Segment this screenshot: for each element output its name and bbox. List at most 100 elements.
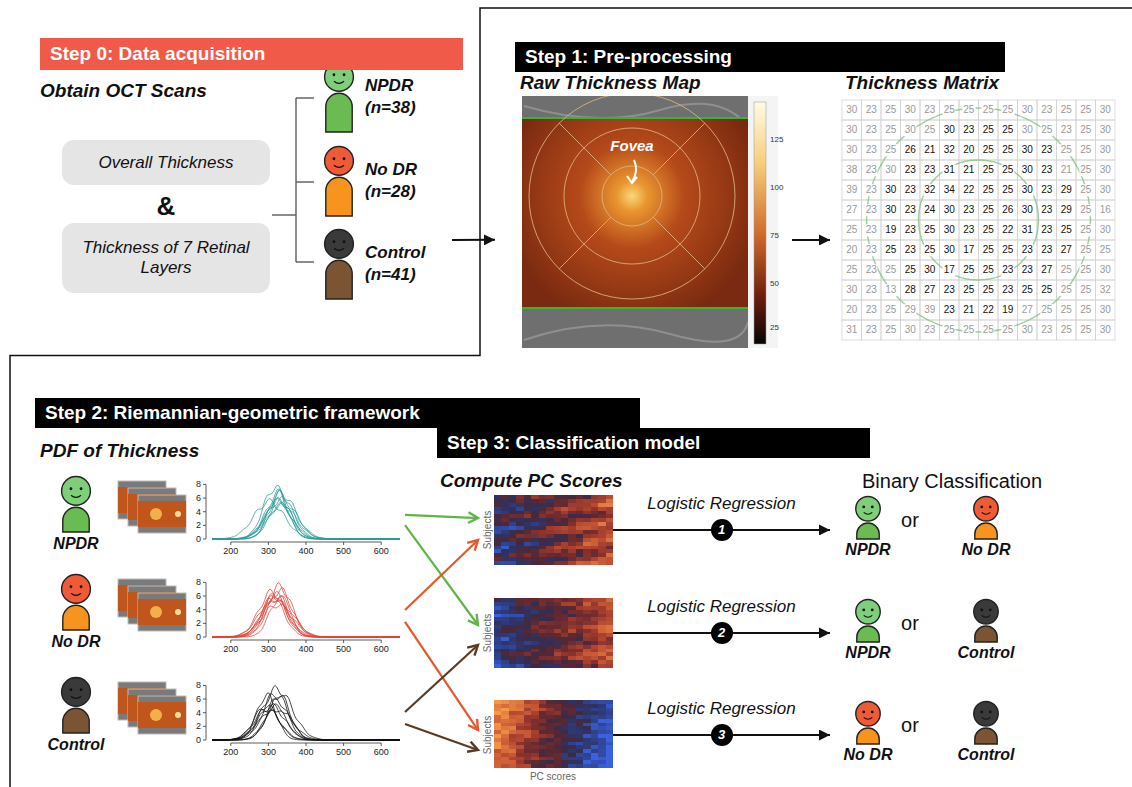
step-header: Step 1: Pre-processing [515,42,1005,72]
matrix-grid [920,280,940,300]
heatmap-cells [583,711,591,715]
heatmap-cells [598,738,606,742]
heatmap-cells [524,757,532,761]
person-icon [80,487,83,490]
matrix-grid [959,220,979,240]
heatmap-cells [539,649,547,653]
heatmap-cells [494,602,502,606]
matrix-grid [940,300,960,320]
oct-scan-stack [138,702,186,728]
person-icon [333,240,336,243]
heatmap-cells [591,549,599,553]
axis-tick: 500 [336,644,351,654]
heatmap-cells [524,641,532,645]
heatmap-cells [598,734,606,738]
heatmap-cells [516,561,524,565]
step-panel: Overall ThicknessThickness of 7 Retinal … [0,0,452,353]
person-icon [974,702,998,726]
heatmap-cells [509,514,517,518]
thickness-map-image [520,72,792,348]
matrix-cell: 25 [1079,184,1092,196]
heatmap-cells [539,745,547,749]
heatmap-cells [561,649,569,653]
heatmap-cells [539,764,547,768]
matrix-cell: 30 [1099,224,1112,236]
thickness-overlay [522,307,748,309]
matrix-cell: 30 [1021,144,1034,156]
heatmap-cells [524,546,532,550]
etdrs-ring [919,160,1039,280]
plot-axis [306,640,307,643]
heatmap-cells [576,734,584,738]
heatmap-cells [546,495,554,499]
heatmap-cells [561,499,569,503]
class-person: Control [948,700,1024,770]
heatmap-cells [583,633,591,637]
heatmap-cells [561,553,569,557]
heatmap-cells [554,629,562,633]
heatmap-cells [568,617,576,621]
matrix-grid [1037,220,1057,240]
heatmap-cells [524,514,532,518]
heatmap-cells [606,530,614,534]
heatmap-cells [531,704,539,708]
heatmap-cells [554,708,562,712]
heatmap-cells [591,546,599,550]
heatmap-cells [576,760,584,764]
heatmap-cells [501,621,509,625]
colorbar-panel [748,96,778,348]
heatmap-cells [531,726,539,730]
heatmap-cells [546,719,554,723]
plot-axis [203,596,206,597]
heatmap-cells [539,507,547,511]
density-curve [212,485,400,539]
heatmap-cells [546,700,554,704]
heatmap-cells [591,522,599,526]
heatmap-cells [501,629,509,633]
heatmap-cells [576,637,584,641]
heatmap-cells [591,749,599,753]
oct-scan-stack [138,501,186,527]
matrix-cell: 23 [904,184,917,196]
heatmap-cells [576,719,584,723]
heatmap-cells [568,526,576,530]
heatmap-cells [516,760,524,764]
heatmap-cells [494,503,502,507]
matrix-cell: 23 [865,244,878,256]
heatmap-cells [516,656,524,660]
heatmap-cells [554,522,562,526]
matrix-cell: 23 [1040,184,1053,196]
heatmap-cells [546,614,554,618]
heatmap-cells [516,617,524,621]
heatmap-cells [583,719,591,723]
matrix-cell: 23 [865,144,878,156]
heatmap-cells [516,606,524,610]
matrix-cell: 25 [1040,124,1053,136]
matrix-cell: 23 [865,204,878,216]
heatmap-cells [531,649,539,653]
matrix-cell: 25 [1001,164,1014,176]
fovea-label: Fovea [610,137,653,154]
heatmap-cells [561,637,569,641]
heatmap-cells [524,633,532,637]
heatmap-cells [531,660,539,664]
matrix-grid [862,100,882,120]
matrix-cell: 25 [1060,304,1073,316]
fundus-photo [522,96,778,348]
matrix-cell: 23 [1040,244,1053,256]
matrix-grid [959,180,979,200]
heatmap-cells [516,549,524,553]
heatmap-cells [561,641,569,645]
axis-tick: 200 [223,747,238,757]
heatmap-cells [598,503,606,507]
heatmap-cells [509,734,517,738]
matrix-grid [998,200,1018,220]
matrix-grid [1096,240,1116,260]
heatmap-cells [524,723,532,727]
colorbar-tick: 125 [770,135,783,144]
heatmap-cells [568,637,576,641]
heatmap-cells [606,553,614,557]
matrix-cell: 23 [1001,264,1014,276]
matrix-cell: 23 [865,284,878,296]
matrix-cell: 39 [923,304,936,316]
